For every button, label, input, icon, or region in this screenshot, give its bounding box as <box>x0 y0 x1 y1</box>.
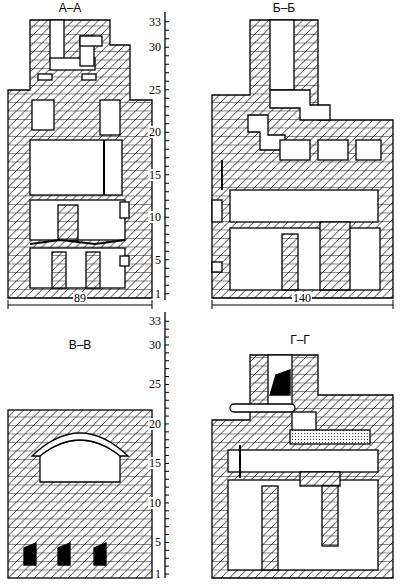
scale-tick <box>165 558 169 559</box>
scale-tick <box>165 566 169 567</box>
scale-tick <box>165 200 169 201</box>
scale-tick <box>165 157 169 158</box>
section-label: Г–Г <box>289 334 311 346</box>
scale-tick <box>165 234 169 235</box>
scale-tick <box>165 455 169 456</box>
scale-number: 5 <box>154 254 162 266</box>
scale-tick <box>165 534 169 535</box>
scale-number: 15 <box>148 457 162 469</box>
section-label: Б–Б <box>272 2 296 14</box>
scale-tick <box>165 293 169 294</box>
scale-tick <box>165 242 169 243</box>
scale-tick <box>165 268 169 269</box>
scale-number: 5 <box>154 536 162 548</box>
scale-tick <box>165 416 169 417</box>
scale-tick <box>165 337 169 338</box>
scale-tick <box>165 439 169 440</box>
scale-number: 25 <box>148 378 162 390</box>
scale-tick <box>165 285 169 286</box>
scale-tick <box>165 518 169 519</box>
scale-tick <box>165 72 169 73</box>
scale-tick <box>165 542 169 543</box>
scale-tick <box>165 225 169 226</box>
scale-number: 33 <box>148 315 162 327</box>
dimension: 89 <box>73 292 87 304</box>
scale-tick <box>165 502 169 503</box>
scale-tick <box>165 30 169 31</box>
scale-tick <box>165 471 169 472</box>
section-label: В–В <box>68 339 93 351</box>
scale-number: 20 <box>148 418 162 430</box>
scale-tick <box>165 495 169 496</box>
scale-tick <box>165 447 169 448</box>
scale-number: 33 <box>148 16 162 28</box>
scale-tick <box>165 368 169 369</box>
scale-tick <box>165 81 169 82</box>
scale-tick <box>165 431 169 432</box>
scale-tick <box>165 276 169 277</box>
scale-number: 1 <box>154 568 162 580</box>
scale-tick <box>165 123 169 124</box>
scale-tick <box>165 38 169 39</box>
scale-tick <box>165 408 169 409</box>
scale-tick <box>165 321 169 322</box>
scale-tick <box>165 384 169 385</box>
scale-tick <box>165 191 169 192</box>
scale-tick <box>165 132 169 133</box>
scale-tick <box>165 208 169 209</box>
scale-tick <box>165 183 169 184</box>
scale-number: 25 <box>148 84 162 96</box>
scale-number: 20 <box>148 126 162 138</box>
scale-number: 30 <box>148 41 162 53</box>
scale-tick <box>165 392 169 393</box>
scale-number: 10 <box>148 211 162 223</box>
scale-tick <box>165 510 169 511</box>
scale-tick <box>165 463 169 464</box>
scale-tick <box>165 64 169 65</box>
scale-tick <box>165 550 169 551</box>
scale-number: 1 <box>154 288 162 300</box>
scale-tick <box>165 352 169 353</box>
scale-tick <box>165 140 169 141</box>
scale-tick <box>165 376 169 377</box>
scale-tick <box>165 21 169 22</box>
scale-tick <box>165 149 169 150</box>
scale-tick <box>165 166 169 167</box>
scale-tick <box>165 344 169 345</box>
scale-tick <box>165 217 169 218</box>
scale-number: 30 <box>148 339 162 351</box>
scale-tick <box>165 47 169 48</box>
scale-tick <box>165 115 169 116</box>
scale-tick <box>165 423 169 424</box>
scale-tick <box>165 526 169 527</box>
scale-number: 15 <box>148 169 162 181</box>
scale-tick <box>165 487 169 488</box>
scale-tick <box>165 259 169 260</box>
scale-tick <box>165 98 169 99</box>
dimension: 140 <box>292 292 312 304</box>
scale-tick <box>165 479 169 480</box>
scale-tick <box>165 400 169 401</box>
scale-tick <box>165 251 169 252</box>
scale-tick <box>165 574 169 575</box>
scale-tick <box>165 329 169 330</box>
scale-tick <box>165 106 169 107</box>
scale-tick <box>165 360 169 361</box>
section-label: А–А <box>58 2 83 14</box>
scale-number: 10 <box>148 497 162 509</box>
scale-tick <box>165 174 169 175</box>
scale-tick <box>165 55 169 56</box>
scale-tick <box>165 89 169 90</box>
